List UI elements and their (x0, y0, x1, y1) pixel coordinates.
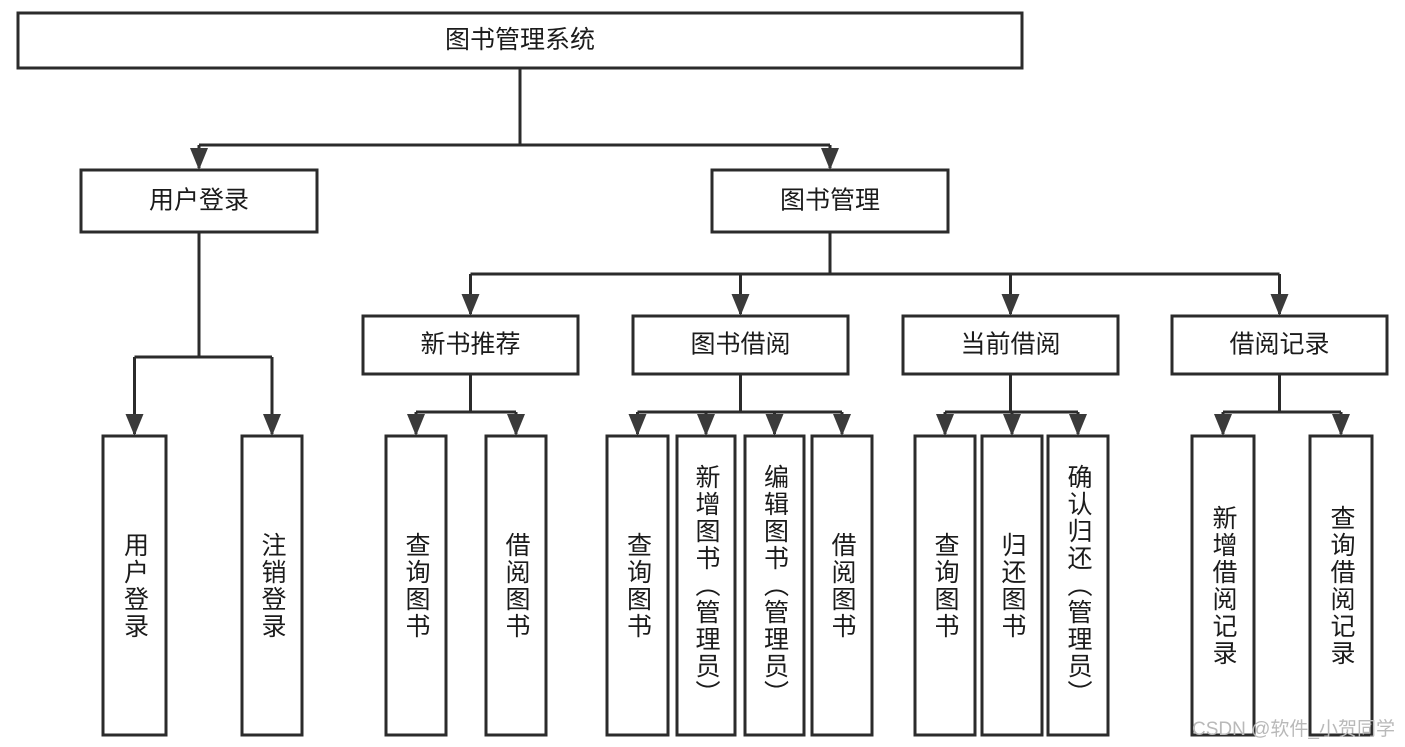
leaf-node-label: 新增借阅记录 (1209, 504, 1237, 667)
arrow-head-icon (731, 294, 750, 316)
leaf-node-box[interactable] (913, 434, 977, 737)
leaf-node-label: 用户登录 (120, 531, 149, 640)
root-node-label: 图书管理系统 (445, 26, 595, 54)
leaf-node-label: 查询图书 (623, 531, 652, 640)
arrow-head-icon (190, 148, 208, 170)
level2-node-label: 图书管理 (780, 187, 880, 215)
arrow-head-icon (697, 414, 715, 436)
leaf-node-label: 查询图书 (402, 531, 430, 640)
leaf-node-box[interactable] (980, 434, 1044, 737)
leaf-node-box[interactable] (101, 434, 168, 737)
level2-node-label: 用户登录 (149, 187, 249, 215)
leaf-node-label: 借阅图书 (828, 531, 856, 640)
arrow-head-icon (1270, 294, 1289, 316)
leaf-node-box[interactable] (743, 434, 806, 737)
level3-node-box[interactable] (361, 314, 580, 376)
leaf-node-box[interactable] (240, 434, 304, 737)
leaf-node-label: 查询图书 (931, 531, 959, 640)
leaf-node-box[interactable] (384, 434, 448, 737)
arrow-head-icon (1214, 414, 1232, 436)
leaf-node-label: 查询借阅记录 (1327, 504, 1355, 667)
arrow-head-icon (628, 414, 647, 436)
level3-node-box[interactable] (631, 314, 850, 376)
level2-node-box[interactable] (710, 168, 950, 234)
level3-node-box[interactable] (1170, 314, 1389, 376)
boxes-layer (16, 11, 1389, 737)
leaf-node-box[interactable] (484, 434, 548, 737)
level3-node-label: 图书借阅 (690, 331, 790, 359)
arrow-head-icon (1001, 294, 1020, 316)
arrow-head-icon (936, 414, 954, 436)
leaf-node-box[interactable] (1190, 434, 1256, 737)
arrow-head-icon (765, 414, 784, 436)
leaf-node-label: 确认归还（管理员） (1064, 464, 1092, 707)
leaf-node-label: 注销登录 (258, 531, 286, 640)
arrow-head-icon (1332, 414, 1350, 436)
arrow-head-icon (507, 414, 525, 436)
level3-node-label: 新书推荐 (420, 331, 520, 359)
arrow-head-icon (821, 148, 839, 170)
arrow-head-icon (833, 414, 851, 436)
leaf-node-label: 编辑图书（管理员） (760, 464, 789, 707)
leaf-node-box[interactable] (810, 434, 874, 737)
leaf-node-box[interactable] (1046, 434, 1110, 737)
arrow-head-icon (461, 294, 480, 316)
arrow-head-icon (1069, 414, 1087, 436)
leaf-node-box[interactable] (1308, 434, 1374, 737)
connectors-layer (125, 68, 1350, 436)
root-node-box[interactable] (16, 11, 1024, 70)
level2-node-box[interactable] (79, 168, 319, 234)
arrow-head-icon (407, 414, 425, 436)
arrow-head-icon (1003, 414, 1021, 436)
level3-node-label: 当前借阅 (960, 331, 1060, 359)
leaf-node-label: 借阅图书 (502, 531, 530, 640)
leaf-node-box[interactable] (605, 434, 670, 737)
arrow-head-icon (125, 414, 144, 436)
leaf-node-label: 归还图书 (998, 531, 1026, 640)
arrow-head-icon (263, 414, 281, 436)
leaf-node-label: 新增图书（管理员） (692, 464, 720, 707)
level3-node-label: 借阅记录 (1229, 331, 1329, 359)
leaf-node-box[interactable] (675, 434, 737, 737)
csdn-watermark: CSDN @软件_小贺同学 (1192, 719, 1395, 740)
level3-node-box[interactable] (901, 314, 1120, 376)
